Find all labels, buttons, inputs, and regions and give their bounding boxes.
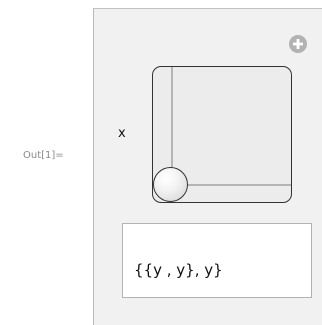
output-expression: {{y , y}, y}: [134, 261, 223, 279]
output-pane: [122, 223, 312, 298]
control-label-x: x: [118, 126, 126, 141]
slider2d-thumb[interactable]: [153, 167, 188, 202]
slider2d-vertical-guide: [171, 67, 173, 185]
plus-circle-icon[interactable]: [289, 35, 307, 53]
slider2d-horizontal-guide: [171, 184, 291, 186]
output-cell-label: Out[1]=: [23, 150, 64, 161]
